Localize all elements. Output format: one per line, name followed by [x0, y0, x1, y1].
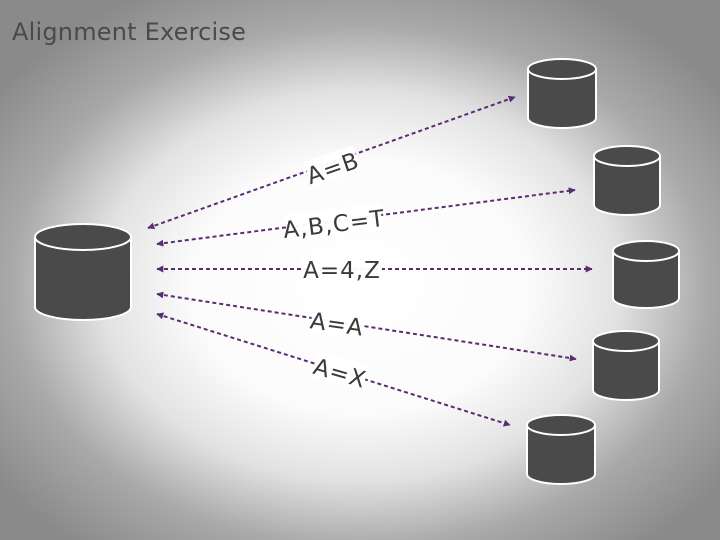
database-icon	[612, 240, 680, 309]
database-target-4	[592, 330, 660, 401]
edge-label-group-3: A=4,Z	[302, 255, 382, 284]
edge-label-group-5: A=X	[310, 351, 369, 394]
database-target-1	[527, 58, 597, 129]
edge-label-a-x: A=X	[310, 354, 369, 394]
edge-label-abc-t: A,B,C=T	[282, 206, 387, 244]
edge-label-group-1: A=B	[303, 145, 363, 190]
database-icon	[592, 330, 660, 401]
database-target-3	[612, 240, 680, 309]
edge-label-group-2: A,B,C=T	[282, 203, 387, 244]
database-target-5	[526, 414, 596, 485]
database-icon	[34, 223, 132, 321]
database-icon	[593, 145, 661, 216]
edge-label-group-4: A=A	[308, 305, 365, 342]
edge-a-a	[156, 291, 577, 362]
page-title: Alignment Exercise	[12, 18, 247, 46]
database-source	[34, 223, 132, 321]
database-icon	[527, 58, 597, 129]
edge-label-a-4z: A=4,Z	[303, 258, 381, 284]
database-target-2	[593, 145, 661, 216]
database-icon	[526, 414, 596, 485]
edge-label-a-b: A=B	[304, 148, 363, 190]
